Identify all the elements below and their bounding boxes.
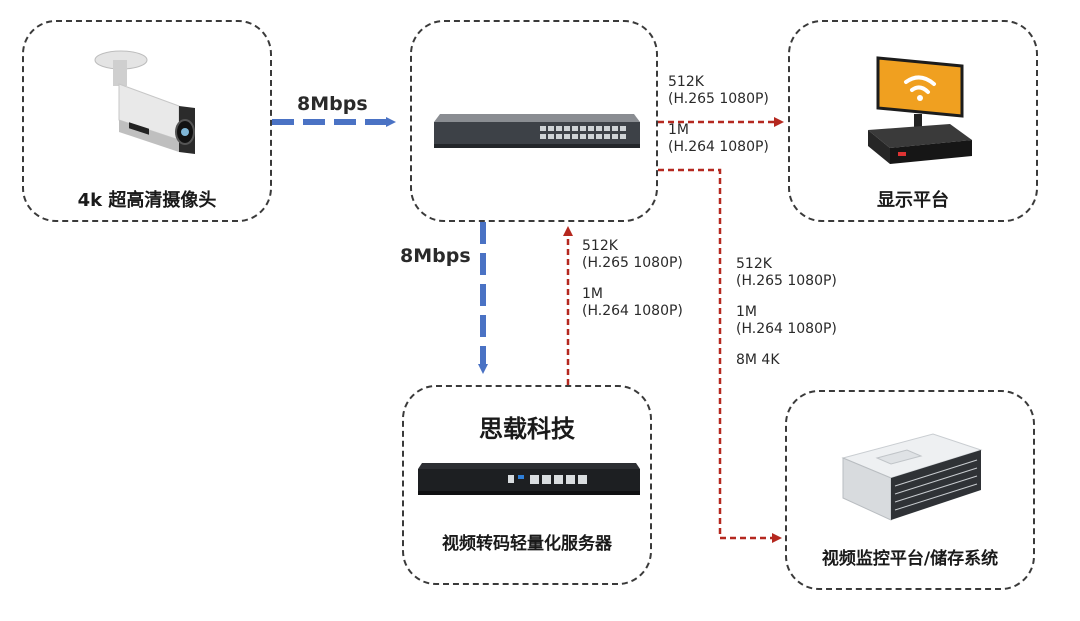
spec-line: (H.264 1080P) <box>736 321 837 337</box>
edge-switch-to-storage <box>658 168 782 543</box>
server-title: 思载科技 <box>479 415 575 443</box>
spec-line: 1M <box>668 122 689 138</box>
spec-line: 1M <box>736 304 757 320</box>
camera-to-switch-rate: 8Mbps <box>297 93 368 115</box>
spec-line: (H.265 1080P) <box>582 255 683 271</box>
display-node: 显示平台 <box>788 20 1038 222</box>
spec-line: (H.265 1080P) <box>736 273 837 289</box>
switch-to-storage-specs: 512K (H.265 1080P) 1M (H.264 1080P) 8M 4… <box>736 256 837 369</box>
server-node: 思载科技 视频转码轻量化服务器 <box>402 385 652 585</box>
switch-node <box>410 20 658 222</box>
network-switch-icon <box>434 114 640 148</box>
switch-to-server-rate: 8Mbps <box>400 245 471 267</box>
rack-server-icon <box>418 463 640 495</box>
spec-line: 512K <box>668 74 704 90</box>
server-label: 视频转码轻量化服务器 <box>442 534 612 554</box>
spec-line: 512K <box>582 238 618 254</box>
spec-line: 8M 4K <box>736 352 780 368</box>
camera-label: 4k 超高清摄像头 <box>77 190 217 211</box>
spec-line: (H.264 1080P) <box>668 139 769 155</box>
display-label: 显示平台 <box>877 190 949 211</box>
spec-line: (H.264 1080P) <box>582 303 683 319</box>
spec-line: 1M <box>582 286 603 302</box>
server-to-switch-specs: 512K (H.265 1080P) 1M (H.264 1080P) <box>582 238 683 320</box>
spec-line: (H.265 1080P) <box>668 91 769 107</box>
display-monitor-icon <box>868 56 972 164</box>
camera-node: 4k 超高清摄像头 <box>22 20 272 222</box>
spec-line: 512K <box>736 256 772 272</box>
storage-array-icon <box>841 433 983 521</box>
storage-node: 视频监控平台/储存系统 <box>785 390 1035 590</box>
camera-icon <box>94 50 195 154</box>
storage-label: 视频监控平台/储存系统 <box>821 549 999 569</box>
switch-to-display-specs: 512K (H.265 1080P) 1M (H.264 1080P) <box>668 74 769 156</box>
